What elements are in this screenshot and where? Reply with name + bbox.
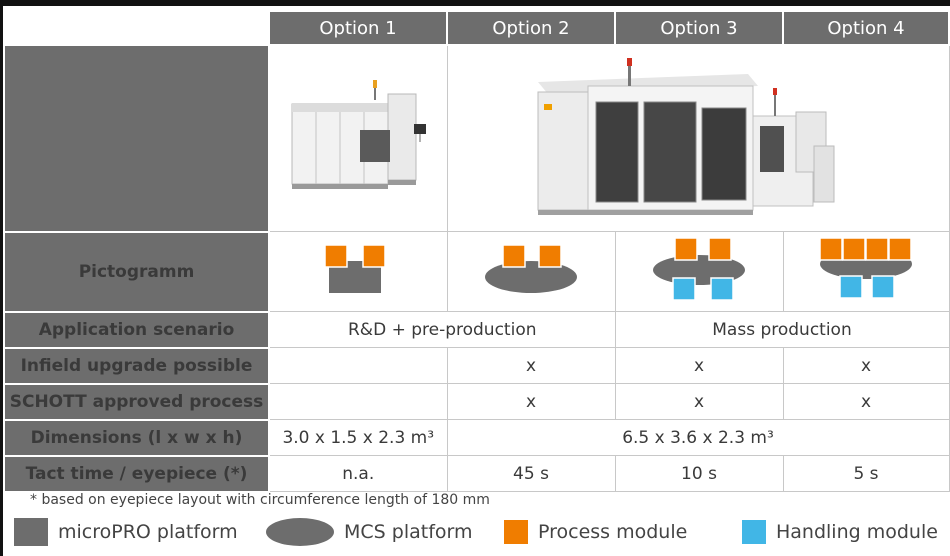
micropro-swatch-icon xyxy=(14,518,48,546)
pictogram-option-4 xyxy=(782,231,950,312)
schott-option-2: x xyxy=(446,383,616,420)
micropro-machine-image xyxy=(291,80,427,189)
tact-option-1: n.a. xyxy=(268,455,448,492)
pictogram-label: Pictogramm xyxy=(3,230,270,313)
application-row: Application scenario R&D + pre-productio… xyxy=(3,310,950,349)
header-option-1: Option 1 xyxy=(268,10,448,46)
tact-row: Tact time / eyepiece (*) n.a. 45 s 10 s … xyxy=(3,454,950,493)
header-row: Option 1 Option 2 Option 3 Option 4 xyxy=(3,10,950,46)
application-option-3-4: Mass production xyxy=(614,311,950,348)
tact-option-3: 10 s xyxy=(614,455,784,492)
application-label: Application scenario xyxy=(3,310,270,349)
mcs-swatch-icon xyxy=(266,518,334,546)
infield-option-3: x xyxy=(614,347,784,384)
header-option-3: Option 3 xyxy=(614,10,784,46)
infield-label: Infield upgrade possible xyxy=(3,346,270,385)
dimensions-option-1: 3.0 x 1.5 x 2.3 m³ xyxy=(268,419,448,456)
legend-item-process: Process module xyxy=(504,517,687,547)
image-row xyxy=(3,44,950,233)
legend-process-label: Process module xyxy=(538,521,688,543)
tact-label: Tact time / eyepiece (*) xyxy=(3,454,270,493)
legend-handling-label: Handling module xyxy=(776,521,938,543)
dimensions-label: Dimensions (l x w x h) xyxy=(3,418,270,457)
schott-row: SCHOTT approved process x x x xyxy=(3,382,950,421)
tact-option-2: 45 s xyxy=(446,455,616,492)
schott-label: SCHOTT approved process xyxy=(3,382,270,421)
pictogram-micropro-two-process xyxy=(324,244,386,293)
schott-option-1 xyxy=(268,383,448,420)
pictogram-option-1 xyxy=(268,231,448,312)
legend-item-micropro: microPRO platform xyxy=(14,517,238,547)
legend-item-handling: Handling module xyxy=(742,517,938,547)
legend-mcs-label: MCS platform xyxy=(344,521,473,543)
process-swatch-icon xyxy=(504,520,528,544)
pictogram-option-2 xyxy=(446,231,616,312)
pictogram-mcs-two-process-two-handling xyxy=(653,237,745,301)
pictogram-mcs-four-process-two-handling xyxy=(819,237,912,299)
infield-row: Infield upgrade possible x x x xyxy=(3,346,950,385)
tact-option-4: 5 s xyxy=(782,455,950,492)
machine-image-option-2-4 xyxy=(446,44,950,232)
comparison-table: Option 1 Option 2 Option 3 Option 4 xyxy=(3,10,950,493)
dimensions-option-2-4: 6.5 x 3.6 x 2.3 m³ xyxy=(446,419,950,456)
pictogram-option-3 xyxy=(614,231,784,312)
header-corner xyxy=(3,10,270,46)
schott-option-3: x xyxy=(614,383,784,420)
image-row-label xyxy=(3,44,270,233)
pictogram-row: Pictogramm xyxy=(3,230,950,313)
mcs-machine-image xyxy=(537,58,835,215)
pictogram-mcs-two-process xyxy=(485,244,577,293)
schott-option-4: x xyxy=(782,383,950,420)
footnote: * based on eyepiece layout with circumfe… xyxy=(30,492,490,508)
application-option-1-2: R&D + pre-production xyxy=(268,311,616,348)
infield-option-1 xyxy=(268,347,448,384)
header-option-2: Option 2 xyxy=(446,10,616,46)
left-border xyxy=(0,0,3,556)
handling-swatch-icon xyxy=(742,520,766,544)
dimensions-row: Dimensions (l x w x h) 3.0 x 1.5 x 2.3 m… xyxy=(3,418,950,457)
legend: microPRO platform MCS platform Process m… xyxy=(0,517,950,549)
top-border xyxy=(0,0,950,6)
infield-option-2: x xyxy=(446,347,616,384)
header-option-4: Option 4 xyxy=(782,10,950,46)
machine-image-option-1 xyxy=(268,44,448,232)
infield-option-4: x xyxy=(782,347,950,384)
legend-micropro-label: microPRO platform xyxy=(58,521,238,543)
legend-item-mcs: MCS platform xyxy=(266,517,473,547)
